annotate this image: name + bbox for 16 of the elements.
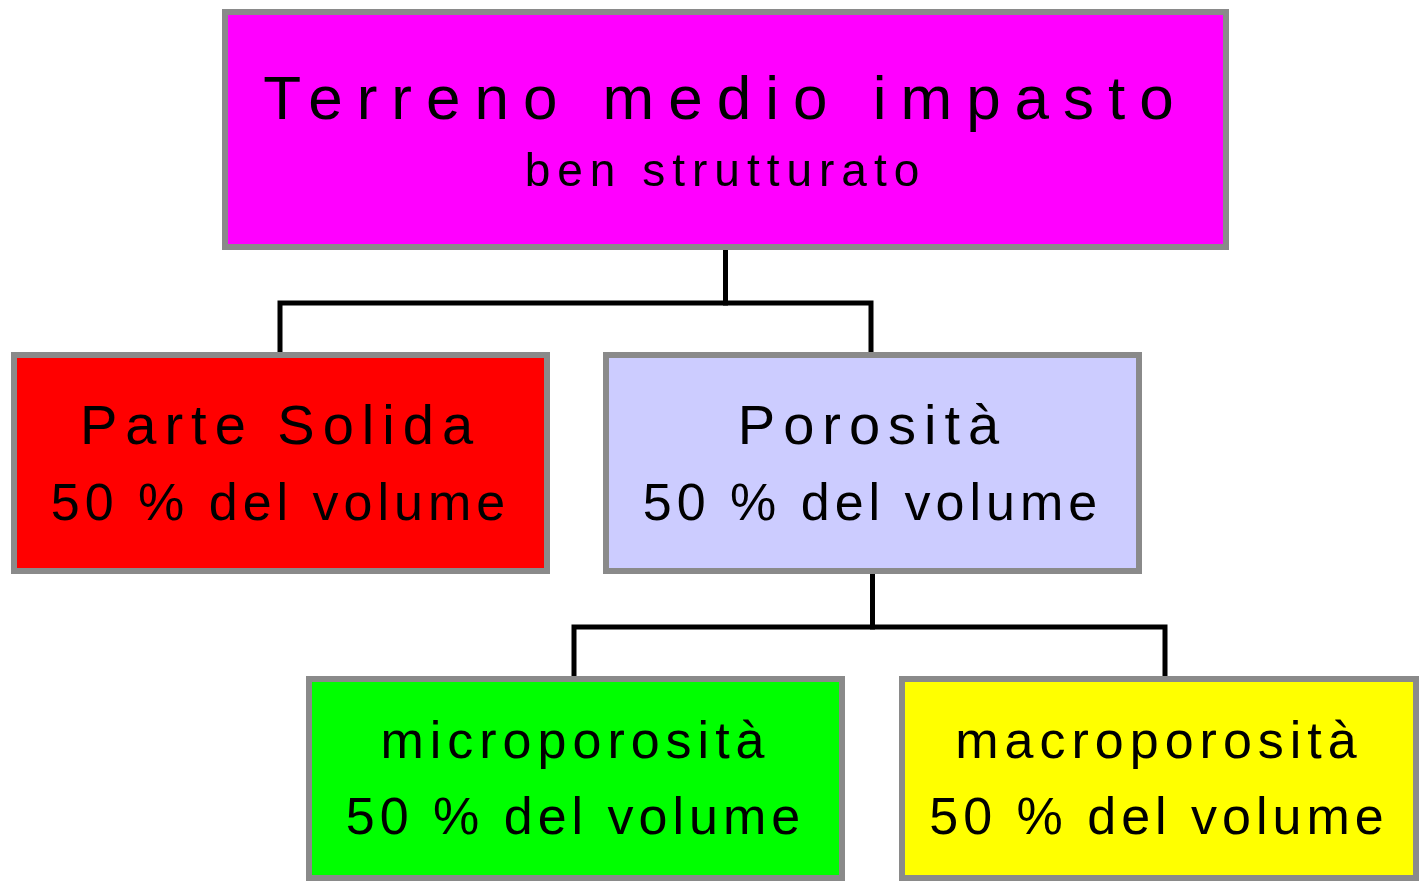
process-box bbox=[11, 352, 550, 574]
process-box bbox=[603, 352, 1142, 574]
box-title: Terreno medio impasto bbox=[263, 62, 1188, 134]
box-subtitle: 50 % del volume bbox=[345, 786, 806, 847]
box-title: Porosità bbox=[737, 392, 1008, 458]
process-box bbox=[222, 9, 1229, 250]
box-subtitle: ben strutturato bbox=[524, 143, 927, 197]
box-title: macroporosità bbox=[955, 710, 1363, 771]
box-subtitle: 50 % del volume bbox=[642, 473, 1103, 534]
box-subtitle: 50 % del volume bbox=[929, 786, 1389, 847]
process-box bbox=[306, 676, 845, 881]
process-box bbox=[899, 676, 1419, 881]
box-title: microporosità bbox=[380, 710, 771, 771]
box-subtitle: 50 % del volume bbox=[50, 473, 511, 534]
connector-line bbox=[723, 250, 874, 352]
box-title: Parte Solida bbox=[79, 392, 482, 458]
